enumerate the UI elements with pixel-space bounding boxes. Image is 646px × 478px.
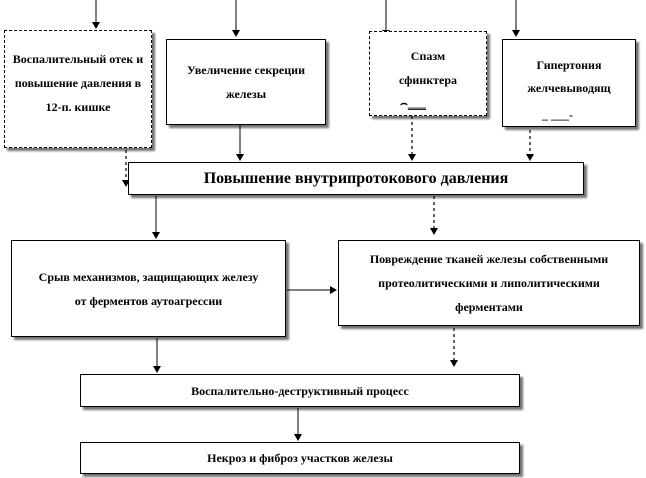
node-inflammation-edema: Воспалительный отек и повышение давления… bbox=[4, 30, 152, 148]
node-sphincter-spasm: Спазм сфинктера bbox=[369, 31, 487, 116]
node-bile-duct-hypertension: Гипертония желчевыводящ bbox=[502, 39, 636, 127]
node-tissue-damage: Повреждение тканей железы собственными п… bbox=[338, 240, 640, 326]
node-intraductal-pressure: Повышение внутрипротокового давления bbox=[128, 162, 584, 195]
node-necrosis-fibrosis: Некроз и фиброз участков железы bbox=[80, 442, 520, 474]
node-inflammatory-process: Воспалительно-деструктивный процесс bbox=[80, 374, 520, 407]
node-protection-failure: Срыв механизмов, защищающих железу от фе… bbox=[11, 240, 286, 337]
sphincter-mark: ⌢‗‗‗ bbox=[400, 96, 426, 110]
node-gland-secretion: Увеличение секреции железы bbox=[166, 39, 326, 125]
hypertension-mark: _ ___- bbox=[542, 108, 573, 122]
